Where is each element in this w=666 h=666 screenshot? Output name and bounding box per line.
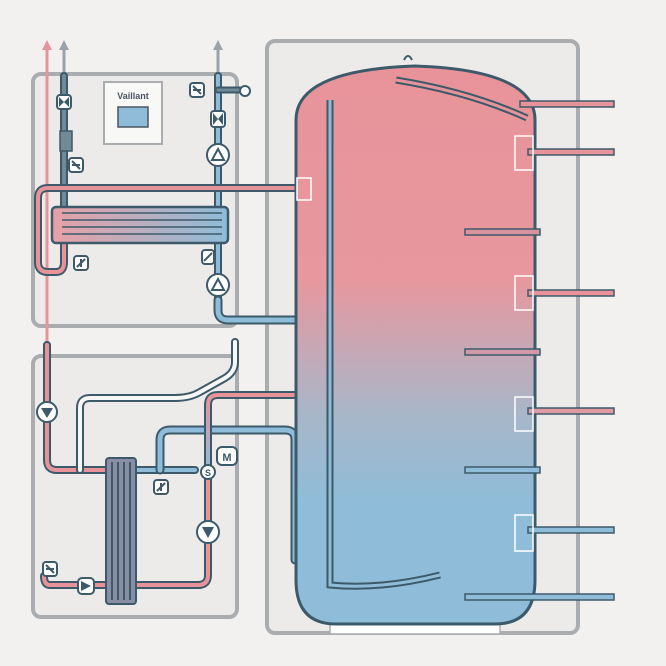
drain-valve-icon[interactable] — [189, 82, 205, 98]
tank-vent — [403, 55, 413, 61]
pump-icon[interactable] — [196, 520, 220, 544]
svg-text:S: S — [205, 468, 211, 478]
pump-icon[interactable] — [206, 273, 230, 297]
sensor-s-icon: S — [200, 464, 216, 480]
shutoff-valve-icon[interactable] — [56, 94, 72, 110]
solar-piping — [40, 338, 304, 589]
temperature-sensor-icon — [153, 479, 169, 495]
pump-icon[interactable] — [36, 401, 58, 423]
sensor-pocket — [296, 177, 312, 201]
storage-tank — [294, 55, 537, 635]
solar-heat-exchanger — [105, 457, 137, 605]
shutoff-valve-icon[interactable] — [210, 110, 226, 128]
heat-exchanger — [50, 205, 230, 245]
temperature-sensor-icon — [201, 249, 215, 265]
vaillant-controller[interactable]: Vaillant — [103, 81, 163, 145]
outlet-arrows — [42, 40, 223, 345]
air-vent-icon — [239, 85, 251, 97]
temperature-sensor-icon — [73, 255, 89, 271]
drain-valve-icon[interactable] — [42, 561, 58, 577]
drain-valve-icon[interactable] — [68, 157, 84, 173]
controller-display — [117, 106, 149, 128]
tank-connections — [464, 100, 615, 601]
filter-icon — [59, 130, 73, 152]
mixer-valve-m-icon[interactable]: M — [216, 446, 238, 466]
pump-icon[interactable] — [206, 143, 230, 167]
svg-text:M: M — [222, 452, 231, 464]
brand-label: Vaillant — [117, 91, 149, 101]
check-valve-icon — [77, 577, 95, 595]
